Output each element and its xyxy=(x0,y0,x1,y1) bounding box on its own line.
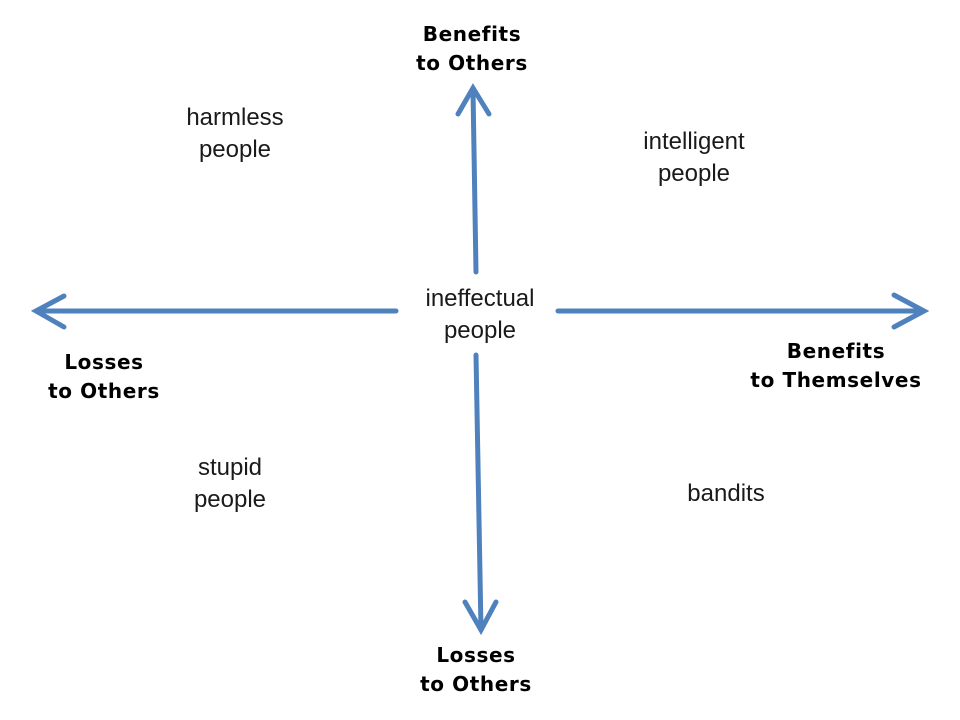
axis-label-right-line1: Benefits xyxy=(786,339,886,363)
arrow-head-left xyxy=(30,293,67,330)
quadrant-label-bandits-line1: bandits xyxy=(687,480,765,507)
quadrant-label-intelligent-line1: intelligent xyxy=(643,128,745,155)
axis-label-top-line2: to Others xyxy=(416,51,528,75)
quadrant-label-stupid-line2: people xyxy=(193,486,267,513)
quadrant-label-ineffectual: ineffectual people xyxy=(402,283,558,347)
axis-label-bottom-line1: Losses xyxy=(436,643,516,667)
quadrant-label-harmless-line2: people xyxy=(198,136,272,163)
quadrant-label-stupid-line1: stupid xyxy=(197,454,263,481)
axis-label-top-line1: Benefits xyxy=(422,22,522,46)
axis-label-right: Benefits to Themselves xyxy=(728,337,944,395)
vertical-axis-lower-line xyxy=(473,352,484,633)
axis-label-left: Losses to Others xyxy=(14,348,194,406)
quadrant-label-harmless-line1: harmless xyxy=(186,104,284,131)
arrow-head-right xyxy=(891,292,930,330)
axis-label-left-line1: Losses xyxy=(64,350,144,374)
axis-label-left-line2: to Others xyxy=(48,379,160,403)
arrow-head-up xyxy=(455,83,492,117)
quadrant-label-ineffectual-line1: ineffectual xyxy=(425,285,535,312)
arrow-head-down xyxy=(462,599,499,636)
quadrant-label-bandits: bandits xyxy=(656,478,796,510)
quadrant-label-harmless: harmless people xyxy=(160,102,310,166)
quadrant-label-ineffectual-line2: people xyxy=(443,317,517,344)
axis-label-bottom-line2: to Others xyxy=(420,672,532,696)
axis-label-top: Benefits to Others xyxy=(386,20,558,78)
axis-label-bottom: Losses to Others xyxy=(376,641,576,699)
quadrant-label-intelligent-line2: people xyxy=(657,160,731,187)
vertical-axis-upper-line xyxy=(470,87,479,275)
quadrant-label-stupid: stupid people xyxy=(160,452,300,516)
axis-label-right-line2: to Themselves xyxy=(750,368,922,392)
quadrant-label-intelligent: intelligent people xyxy=(614,126,774,190)
